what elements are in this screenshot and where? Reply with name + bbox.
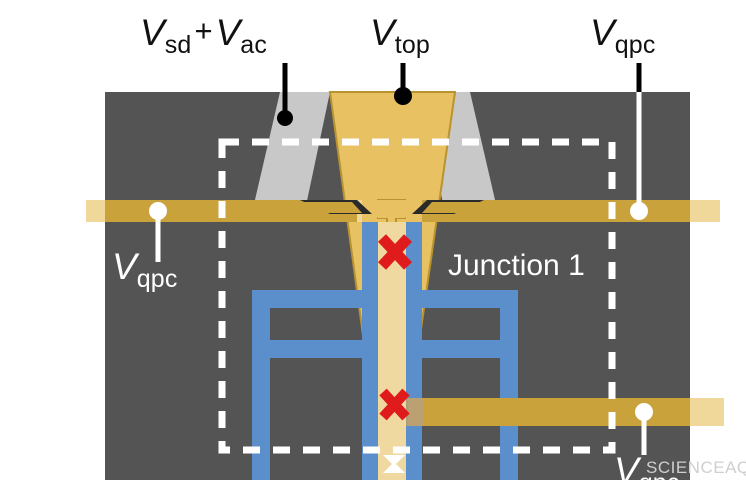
- lead-vqpc-bottom-right: [635, 403, 653, 455]
- current-arrow-icon: [383, 455, 405, 473]
- lead-dot-vtop: [394, 87, 412, 105]
- label-vtop-subscript: top: [394, 31, 431, 59]
- cross-lower-icon: [379, 388, 410, 421]
- label-vac-subscript: ac: [240, 31, 268, 59]
- label-vqpc-top-right-v: V: [590, 12, 615, 53]
- label-vqpc-bottom-right: Vqpc: [614, 450, 680, 496]
- label-plus-sign: +: [194, 13, 213, 48]
- lower-gate-bar-overlap: [406, 398, 424, 426]
- label-vqpc-left-v: V: [112, 246, 137, 287]
- lead-dot-vqpc-left: [149, 202, 167, 220]
- lead-dot-vqpc-top-right: [630, 202, 648, 220]
- label-vqpc-top-right-subscript: qpc: [614, 31, 656, 59]
- channel-blue-right-arm-top: [420, 290, 518, 308]
- lead-vtop: [394, 63, 412, 105]
- label-vqpc-bottom-right-subscript: qpc: [638, 469, 680, 497]
- lead-vqpc-top-right: [630, 63, 648, 220]
- label-vqpc-bottom-right-v: V: [614, 450, 639, 491]
- qpc-gate-point-left: [300, 202, 362, 213]
- label-vsd-subscript: sd: [164, 31, 192, 59]
- top-gate-shoulder: [365, 200, 418, 218]
- label-vtop-v: V: [370, 12, 395, 53]
- label-vtop: Vtop: [370, 12, 430, 58]
- label-vqpc-left-subscript: qpc: [136, 265, 178, 293]
- channel-blue-left-arm-vertical: [252, 290, 270, 480]
- channel-blue-left-vertical: [362, 222, 378, 480]
- qpc-gate-point-right: [422, 202, 484, 213]
- label-vsd-v: V: [140, 12, 165, 53]
- channel-blue-right-arm-bottom: [420, 340, 518, 358]
- label-vqpc-left: Vqpc: [112, 246, 178, 292]
- lead-vac: [277, 63, 293, 126]
- roi-dashed-rectangle: [218, 138, 616, 454]
- qpc-gate-bar-right-tip: [690, 200, 720, 222]
- device-schematic-figure: Vsd+Vac Vtop Vqpc Vqpc Vqpc Junction 1 S…: [86, 12, 746, 480]
- channel-blue-right-arm-vertical: [500, 290, 518, 480]
- label-vqpc-top-right: Vqpc: [590, 12, 656, 58]
- channel-blue-left-arm-bottom: [252, 340, 364, 358]
- device-schematic-svg: [86, 63, 724, 480]
- lead-dot-vqpc-bottom-right: [635, 403, 653, 421]
- label-vsd-plus-vac: Vsd+Vac: [140, 12, 267, 58]
- lead-dot-vac: [277, 110, 293, 126]
- cross-upper-icon: [377, 234, 413, 270]
- channel-blue-left-arm-top: [252, 290, 364, 308]
- qpc-gate-bar-left: [105, 200, 357, 222]
- lower-gate-bar-tip: [690, 398, 724, 426]
- label-junction-1: Junction 1: [448, 249, 585, 282]
- lead-vqpc-left: [149, 202, 167, 262]
- label-vac-v: V: [215, 12, 241, 53]
- qpc-gate-bar-right: [422, 200, 690, 222]
